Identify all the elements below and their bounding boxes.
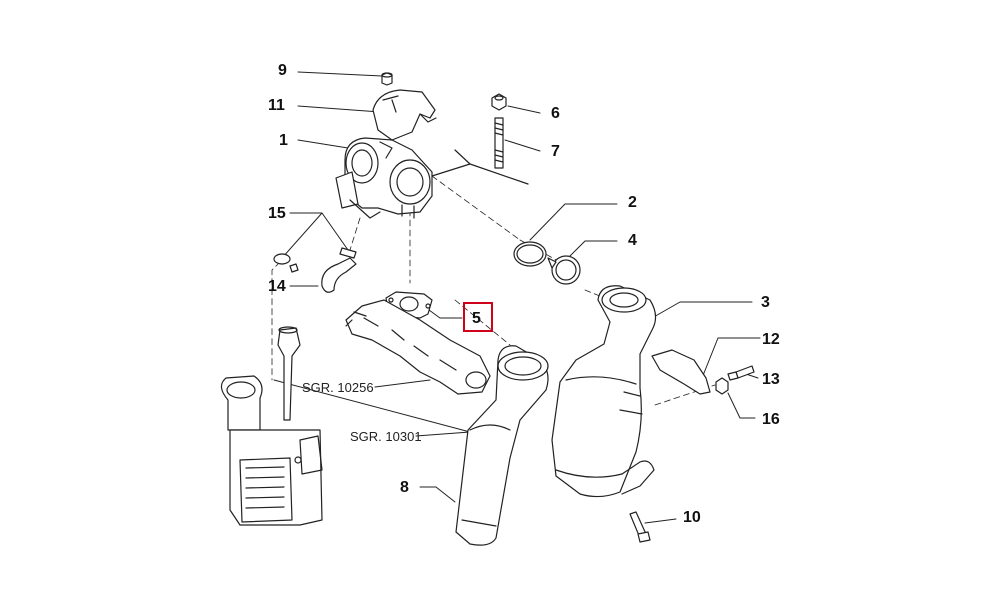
callout-15[interactable]: 15: [268, 205, 286, 222]
exhaust-manifold: [345, 299, 491, 395]
callout-4[interactable]: 4: [628, 232, 637, 249]
callout-3[interactable]: 3: [761, 294, 770, 311]
callout-1[interactable]: 1: [279, 132, 288, 149]
ring-seal-part-2: [513, 241, 547, 267]
highlight-box: [463, 302, 493, 332]
bolt-part-10: [629, 511, 651, 543]
callout-7[interactable]: 7: [551, 143, 560, 160]
callout-14[interactable]: 14: [268, 278, 286, 295]
callout-6[interactable]: 6: [551, 105, 560, 122]
particulate-filter-part-3: [551, 285, 657, 498]
oil-filter-assembly: [220, 326, 323, 526]
ref-sgr-10301[interactable]: SGR. 10301: [350, 429, 422, 444]
callout-2[interactable]: 2: [628, 194, 637, 211]
nut-part-6: [491, 93, 507, 111]
callout-16[interactable]: 16: [762, 411, 780, 428]
stud-part-7: [494, 117, 504, 169]
turbocharger-part-1: [335, 137, 529, 219]
catalytic-converter-part-8: [455, 345, 549, 546]
seal-part-15: [273, 247, 357, 265]
callout-12[interactable]: 12: [762, 331, 780, 348]
oil-hose-part-14: [289, 257, 357, 293]
heat-shield-part-11: [372, 89, 437, 141]
nut-part-9: [381, 72, 393, 86]
callout-8[interactable]: 8: [400, 479, 409, 496]
nut-part-16: [715, 377, 729, 395]
clamp-part-4: [547, 255, 581, 285]
leader-lines: [273, 71, 761, 524]
bolt-part-13: [727, 365, 755, 381]
callout-11[interactable]: 11: [268, 97, 285, 114]
callout-9[interactable]: 9: [278, 62, 287, 79]
ref-sgr-10256[interactable]: SGR. 10256: [302, 380, 374, 395]
plate-part-12: [651, 349, 711, 395]
callout-10[interactable]: 10: [683, 509, 701, 526]
callout-13[interactable]: 13: [762, 371, 780, 388]
assembly-lines: [271, 175, 716, 406]
callout-5[interactable]: 5: [472, 310, 481, 327]
